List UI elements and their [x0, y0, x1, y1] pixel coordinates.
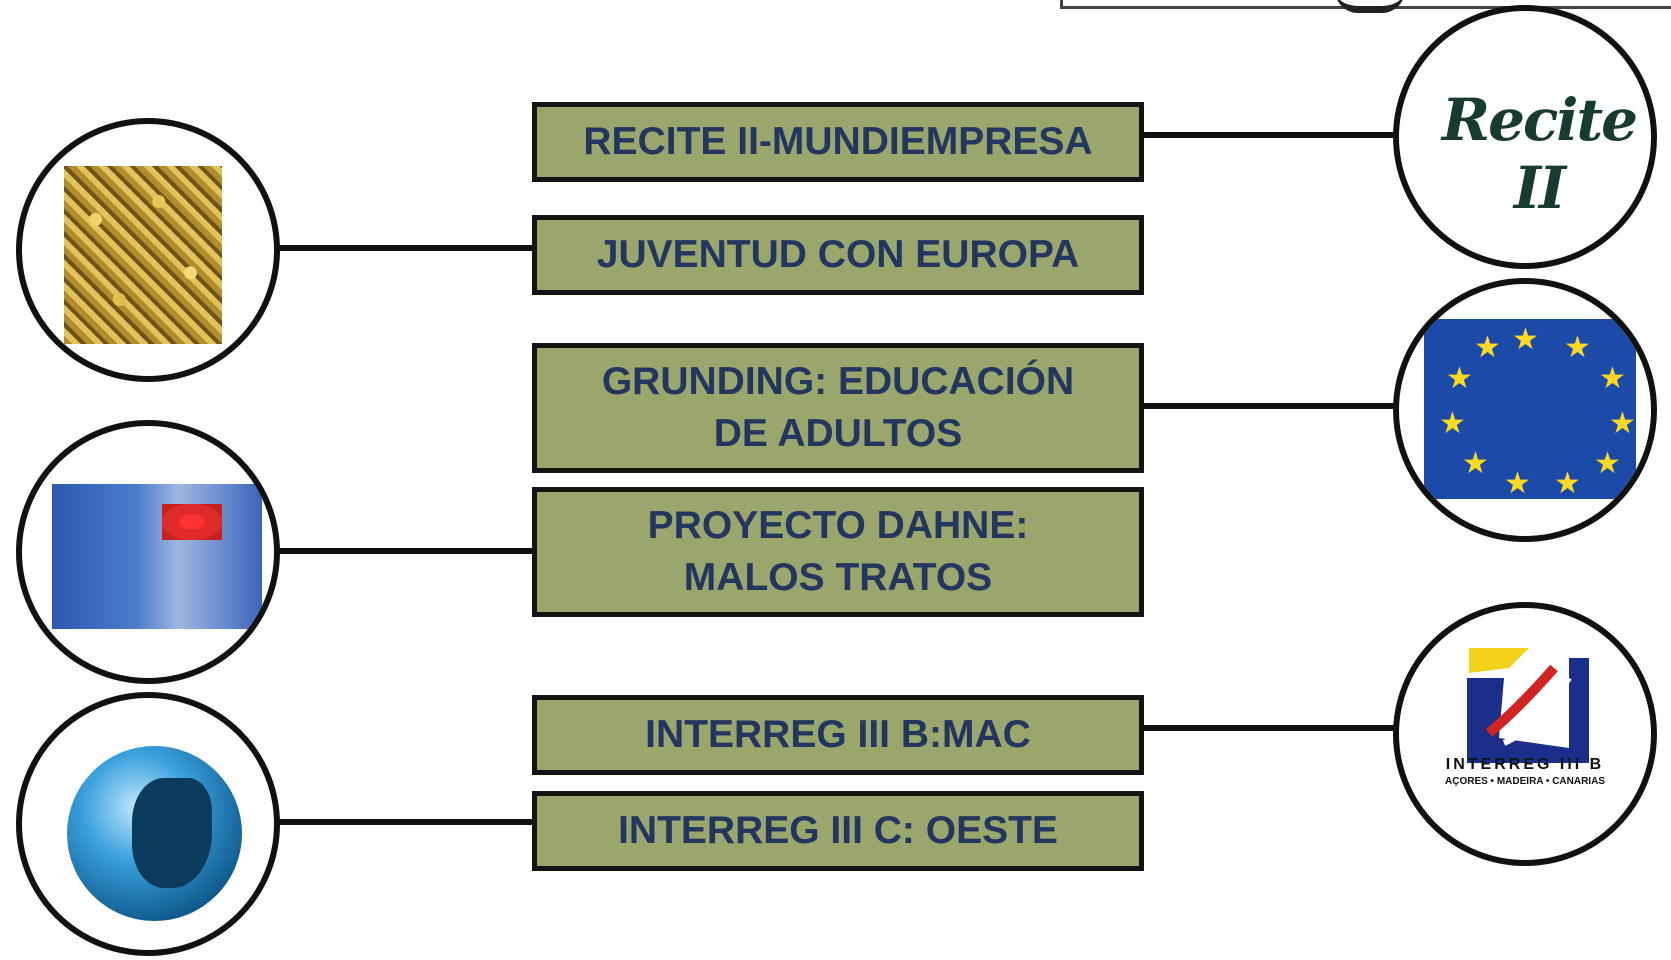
eu-flag-icon: ★ ★ ★ ★ ★ ★ ★ ★ ★ ★ ★ [1424, 319, 1636, 499]
box-interreg-c: INTERREG III C: OESTE [532, 791, 1144, 871]
red-eye-highlight [162, 504, 222, 540]
box-juventud: JUVENTUD CON EUROPA [532, 215, 1144, 295]
crowd-photo [64, 166, 222, 344]
box-dahne: PROYECTO DAHNE: MALOS TRATOS [532, 487, 1144, 617]
box-dahne-label: PROYECTO DAHNE: MALOS TRATOS [647, 504, 1029, 599]
globe-circle [16, 692, 280, 956]
face-photo [52, 484, 262, 629]
box-recite: RECITE II-MUNDIEMPRESA [532, 102, 1144, 182]
box-grunding-label: GRUNDING: EDUCACIÓN DE ADULTOS [601, 360, 1075, 455]
box-interreg-b: INTERREG III B:MAC [532, 695, 1144, 775]
interreg-logo-name: INTERREG III B [1445, 756, 1605, 773]
interreg-logo-circle: INTERREG III B AÇORES • MADEIRA • CANARI… [1393, 602, 1657, 866]
box-recite-label: RECITE II-MUNDIEMPRESA [583, 120, 1093, 163]
box-juventud-label: JUVENTUD CON EUROPA [596, 233, 1080, 276]
crowd-photo-circle [16, 118, 280, 382]
interreg-logo-regions: AÇORES • MADEIRA • CANARIAS [1445, 776, 1605, 787]
recite-logo: Recite II [1441, 86, 1638, 222]
box-interreg-b-label: INTERREG III B:MAC [645, 713, 1031, 756]
top-logo-fragment [1335, 0, 1405, 13]
face-photo-circle [16, 420, 280, 684]
box-grunding: GRUNDING: EDUCACIÓN DE ADULTOS [532, 343, 1144, 473]
eu-flag-circle: ★ ★ ★ ★ ★ ★ ★ ★ ★ ★ ★ [1393, 278, 1657, 542]
interreg-logo-icon [1467, 648, 1589, 763]
recite-logo-circle: Recite II [1393, 5, 1657, 269]
box-interreg-c-label: INTERREG III C: OESTE [618, 809, 1058, 852]
globe-land-shape [132, 778, 212, 888]
